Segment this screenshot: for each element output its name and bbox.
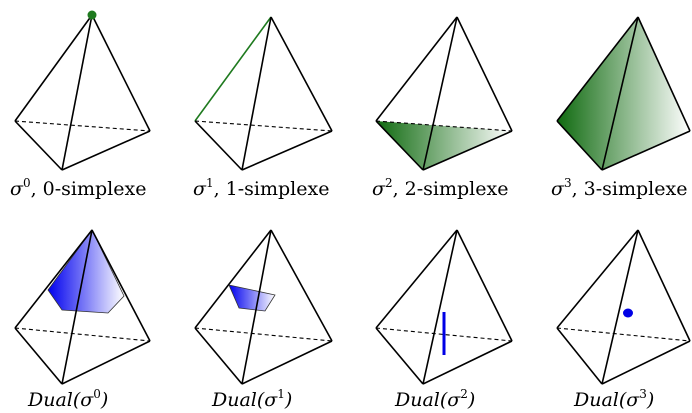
simplex-3-label: σ3, 3-simplexe — [551, 176, 687, 200]
simplex-caption: 3-simplexe — [584, 178, 688, 200]
dual-close: ) — [467, 389, 475, 411]
simplex-superscript: 0 — [23, 176, 31, 190]
simplex-0-label: σ0, 0-simplexe — [10, 176, 146, 200]
face-highlight — [376, 121, 512, 170]
simplex-symbol: σ — [193, 178, 207, 200]
simplex-comma: , — [31, 178, 37, 200]
simplex-0-panel: σ0, 0-simplexe — [10, 10, 151, 200]
simplex-2-panel: σ2, 2-simplexe — [372, 16, 513, 200]
tetrahedron — [14, 229, 151, 385]
dual-prefix: Dual(σ — [211, 389, 278, 411]
dual-0-label: Dual(σ0) — [27, 387, 108, 411]
dual-superscript: 1 — [277, 387, 285, 401]
dual-0-panel: Dual(σ0) — [14, 229, 151, 411]
simplex-1-label: σ1, 1-simplexe — [193, 176, 329, 200]
tetrahedron — [556, 16, 691, 171]
simplex-3-panel: σ3, 3-simplexe — [551, 16, 691, 200]
simplex-caption: 0-simplexe — [43, 178, 147, 200]
tetrahedron — [375, 16, 513, 171]
simplex-comma: , — [214, 178, 220, 200]
tetrahedron — [194, 229, 333, 385]
dual-vertex — [623, 308, 633, 318]
volume-highlight — [557, 17, 690, 170]
simplex-symbol: σ — [551, 178, 565, 200]
dual-3-label: Dual(σ3) — [573, 387, 654, 411]
simplex-superscript: 3 — [564, 176, 572, 190]
dual-superscript: 3 — [639, 387, 647, 401]
dual-1-panel: Dual(σ1) — [194, 229, 333, 411]
dual-prefix: Dual(σ — [394, 389, 461, 411]
dual-1-label: Dual(σ1) — [211, 387, 292, 411]
simplex-2-label: σ2, 2-simplexe — [372, 176, 508, 200]
dual-superscript: 0 — [93, 387, 101, 401]
simplex-symbol: σ — [372, 178, 386, 200]
simplex-comma: , — [572, 178, 578, 200]
dual-prefix: Dual(σ — [27, 389, 94, 411]
simplex-caption: 1-simplexe — [226, 178, 330, 200]
tetrahedron — [194, 16, 333, 171]
simplex-1-panel: σ1, 1-simplexe — [193, 16, 333, 200]
dual-2-label: Dual(σ2) — [394, 387, 475, 411]
simplex-superscript: 1 — [206, 176, 214, 190]
simplex-comma: , — [393, 178, 399, 200]
simplex-caption: 2-simplexe — [405, 178, 509, 200]
tetrahedron — [556, 229, 691, 385]
vertex-highlight — [87, 10, 97, 20]
dual-cell — [47, 229, 125, 314]
dual-close: ) — [646, 389, 654, 411]
simplex-symbol: σ — [10, 178, 24, 200]
dual-2-panel: Dual(σ2) — [375, 229, 513, 411]
tetrahedron — [14, 14, 151, 171]
dual-prefix: Dual(σ — [573, 389, 640, 411]
dual-cell — [228, 284, 276, 312]
dual-close: ) — [100, 389, 108, 411]
dual-superscript: 2 — [460, 387, 468, 401]
dual-close: ) — [284, 389, 292, 411]
tetrahedron — [375, 229, 513, 385]
dual-3-panel: Dual(σ3) — [556, 229, 691, 411]
simplex-superscript: 2 — [385, 176, 393, 190]
